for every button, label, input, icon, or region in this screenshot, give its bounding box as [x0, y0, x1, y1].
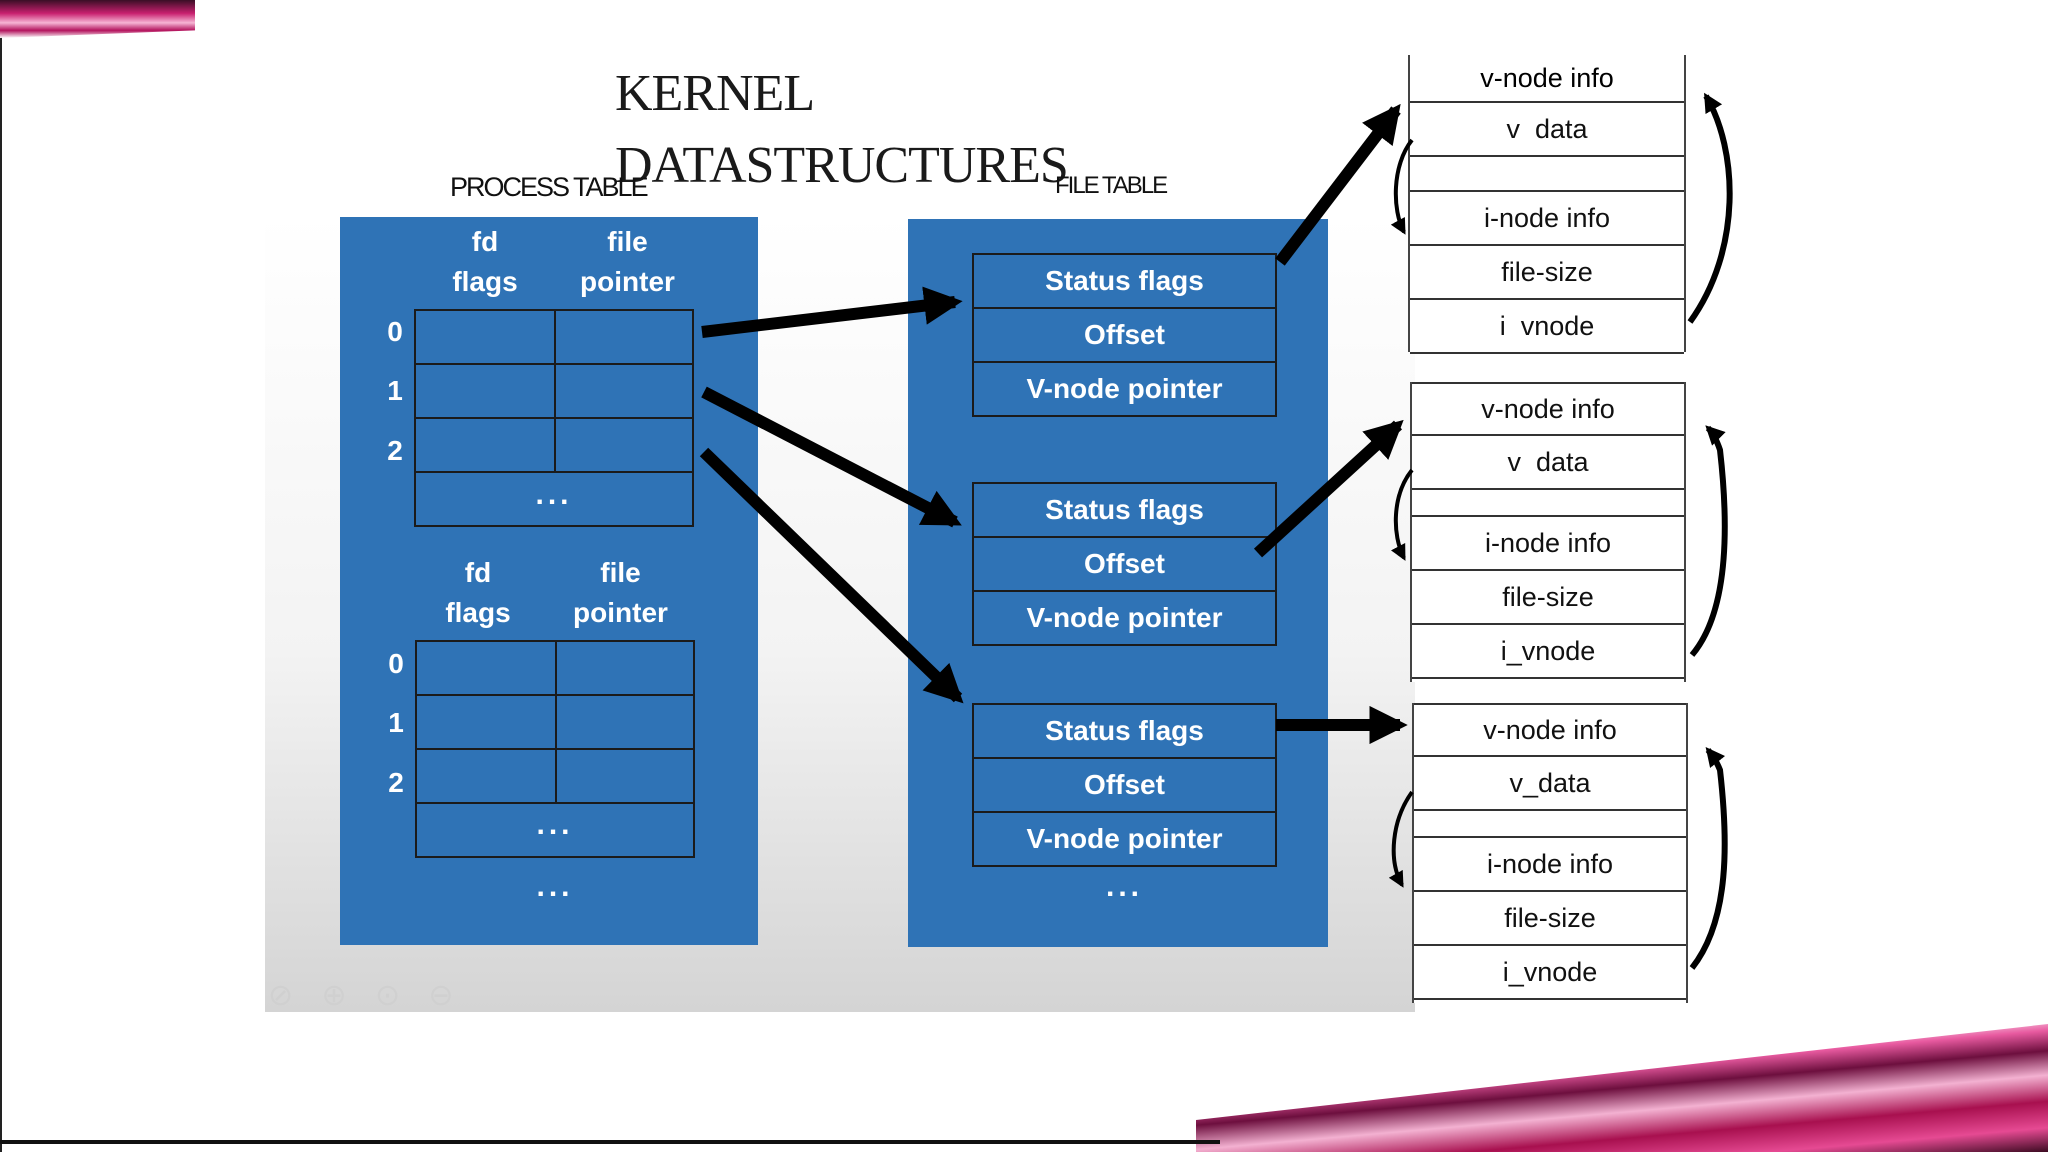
- pink-stripe-top-left: [0, 0, 195, 38]
- vnode-table: v-node info v data i-node info file-size…: [1408, 55, 1686, 354]
- inode-row: file-size: [1414, 892, 1686, 946]
- row-index: 0: [388, 648, 404, 679]
- vnode-row: v-node info: [1414, 703, 1686, 757]
- arrow-file-entry2-to-vnode2: [1253, 419, 1404, 558]
- file-entry-vnode-pointer: V-node pointer: [972, 361, 1277, 417]
- file-pointer-header: file pointer: [573, 557, 668, 628]
- file-entry-vnode-pointer: V-node pointer: [972, 590, 1277, 646]
- fd-table-ellipsis: ...: [535, 478, 573, 511]
- arrow-fd2-to-file-entry3: [699, 447, 964, 704]
- left-border-line: [0, 0, 2, 1152]
- vnode-row: v data: [1412, 436, 1684, 490]
- fd-table-ellipsis: ...: [536, 808, 574, 841]
- process-table-header: PROCESS TABLE: [450, 172, 649, 202]
- vnode-row: v data: [1410, 103, 1684, 157]
- arrow-fd1-to-file-entry2: [701, 386, 962, 528]
- inode-section: i-node info file-size i vnode: [1410, 190, 1684, 354]
- bottom-border-line: [0, 1140, 1220, 1144]
- curved-arrow-ivnode-to-vnode-info: [1687, 92, 1733, 324]
- inode-section: i-node info file-size i_vnode: [1412, 515, 1684, 679]
- vnode-table: v-node info v data i-node info file-size…: [1410, 382, 1686, 682]
- arrow-fd0-to-file-entry1: [701, 286, 963, 338]
- vnode-row: v-node info: [1412, 382, 1684, 436]
- row-index: 1: [387, 375, 403, 406]
- inode-section: i-node info file-size i_vnode: [1414, 836, 1686, 1000]
- vnode-gap: v data: [1410, 103, 1684, 211]
- process-table-panel: [340, 217, 758, 945]
- inode-row: i-node info: [1412, 517, 1684, 571]
- row-index: 2: [388, 767, 404, 798]
- row-index: 2: [387, 435, 403, 466]
- vnode-row: v-node info: [1410, 55, 1684, 103]
- file-table-ellipsis: ...: [1105, 870, 1143, 903]
- row-index: 1: [388, 707, 404, 738]
- curved-arrow-vdata-to-inode: [1390, 138, 1414, 235]
- arrow-file-entry1-to-vnode1: [1275, 103, 1401, 266]
- file-table-panel: [908, 219, 1328, 947]
- vnode-row: v_data: [1414, 757, 1686, 811]
- slide-toolbar-icons: ⊘ ⊕ ⊙ ⊖: [268, 979, 464, 1012]
- curved-arrow-ivnode-to-vnode-info: [1689, 425, 1728, 657]
- inode-row: file-size: [1412, 571, 1684, 625]
- fd-table-cell-ellipsis: [415, 802, 695, 858]
- inode-row: i-node info: [1410, 192, 1684, 246]
- curved-arrow-vdata-to-inode: [1390, 468, 1414, 561]
- inode-row: i_vnode: [1414, 946, 1686, 1000]
- fd-flags-header: fd flags: [452, 226, 518, 297]
- file-entry-vnode-pointer: V-node pointer: [972, 811, 1277, 867]
- file-pointer-header: file pointer: [580, 226, 675, 297]
- curved-arrow-ivnode-to-vnode-info: [1689, 747, 1728, 970]
- inode-row: i_vnode: [1412, 625, 1684, 679]
- title-line-2: DATASTRUCTURES: [615, 137, 1069, 194]
- inode-row: i vnode: [1410, 300, 1684, 354]
- file-table-header: FILE TABLE: [1055, 172, 1168, 199]
- inode-row: i-node info: [1414, 838, 1686, 892]
- title-line-1: KERNEL: [615, 65, 815, 122]
- curved-arrow-vdata-to-inode: [1388, 790, 1414, 888]
- vnode-table: v-node info v_data i-node info file-size…: [1412, 703, 1688, 1003]
- row-index: 0: [387, 316, 403, 347]
- inode-row: file-size: [1410, 246, 1684, 300]
- page-title: KERNEL DATASTRUCTURES: [615, 58, 1069, 202]
- fd-flags-header: fd flags: [445, 557, 511, 628]
- process-table-ellipsis: ...: [536, 870, 574, 903]
- fd-table-cell-ellipsis: [414, 471, 694, 527]
